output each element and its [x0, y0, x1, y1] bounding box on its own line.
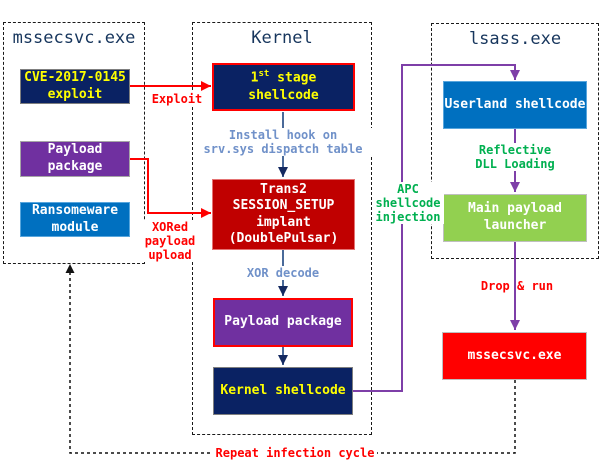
- label-repeat-infection-cycle: Repeat infection cycle: [213, 446, 377, 461]
- label-apc-shellcode-injection: APC shellcode injection: [372, 182, 444, 225]
- node-userland-shellcode: Userland shellcode: [443, 81, 587, 129]
- process-title-kernel: Kernel: [251, 28, 313, 48]
- node-main-payload-launcher: Main payload launcher: [443, 194, 587, 242]
- node-kernel-shellcode: Kernel shellcode: [213, 367, 353, 415]
- node-trans2-session-setup-implant: Trans2 SESSION_SETUP implant (DoublePuls…: [212, 179, 355, 250]
- label-xored-payload-upload: XORed payload upload: [144, 220, 196, 263]
- process-title-mssecsvc: mssecsvc.exe: [12, 28, 136, 48]
- label-reflective-dll-loading: Reflective DLL Loading: [465, 143, 565, 172]
- process-box-mssecsvc: mssecsvc.exe: [3, 22, 145, 264]
- node-ransomware-module: Ransomeware module: [20, 202, 130, 237]
- node-cve-2017-0145-exploit: CVE-2017-0145 exploit: [20, 69, 130, 104]
- node-payload-package-kernel: Payload package: [213, 298, 353, 347]
- arrow-apc-shellcode-injection: [353, 64, 520, 392]
- node-first-stage-shellcode: 1st stage shellcode: [212, 63, 355, 111]
- node-dropped-mssecsvc-exe: mssecsvc.exe: [442, 332, 587, 380]
- label-xor-decode: XOR decode: [243, 266, 323, 281]
- label-exploit: Exploit: [146, 92, 208, 107]
- superscript-st: st: [258, 69, 270, 80]
- process-title-lsass: lsass.exe: [468, 29, 562, 49]
- node-payload-package-mssecsvc: Payload package: [20, 141, 130, 177]
- label-drop-and-run: Drop & run: [480, 279, 554, 293]
- label-install-hook: Install hook on srv.sys dispatch table: [193, 128, 373, 157]
- arrow-xored-payload-upload: [130, 158, 211, 218]
